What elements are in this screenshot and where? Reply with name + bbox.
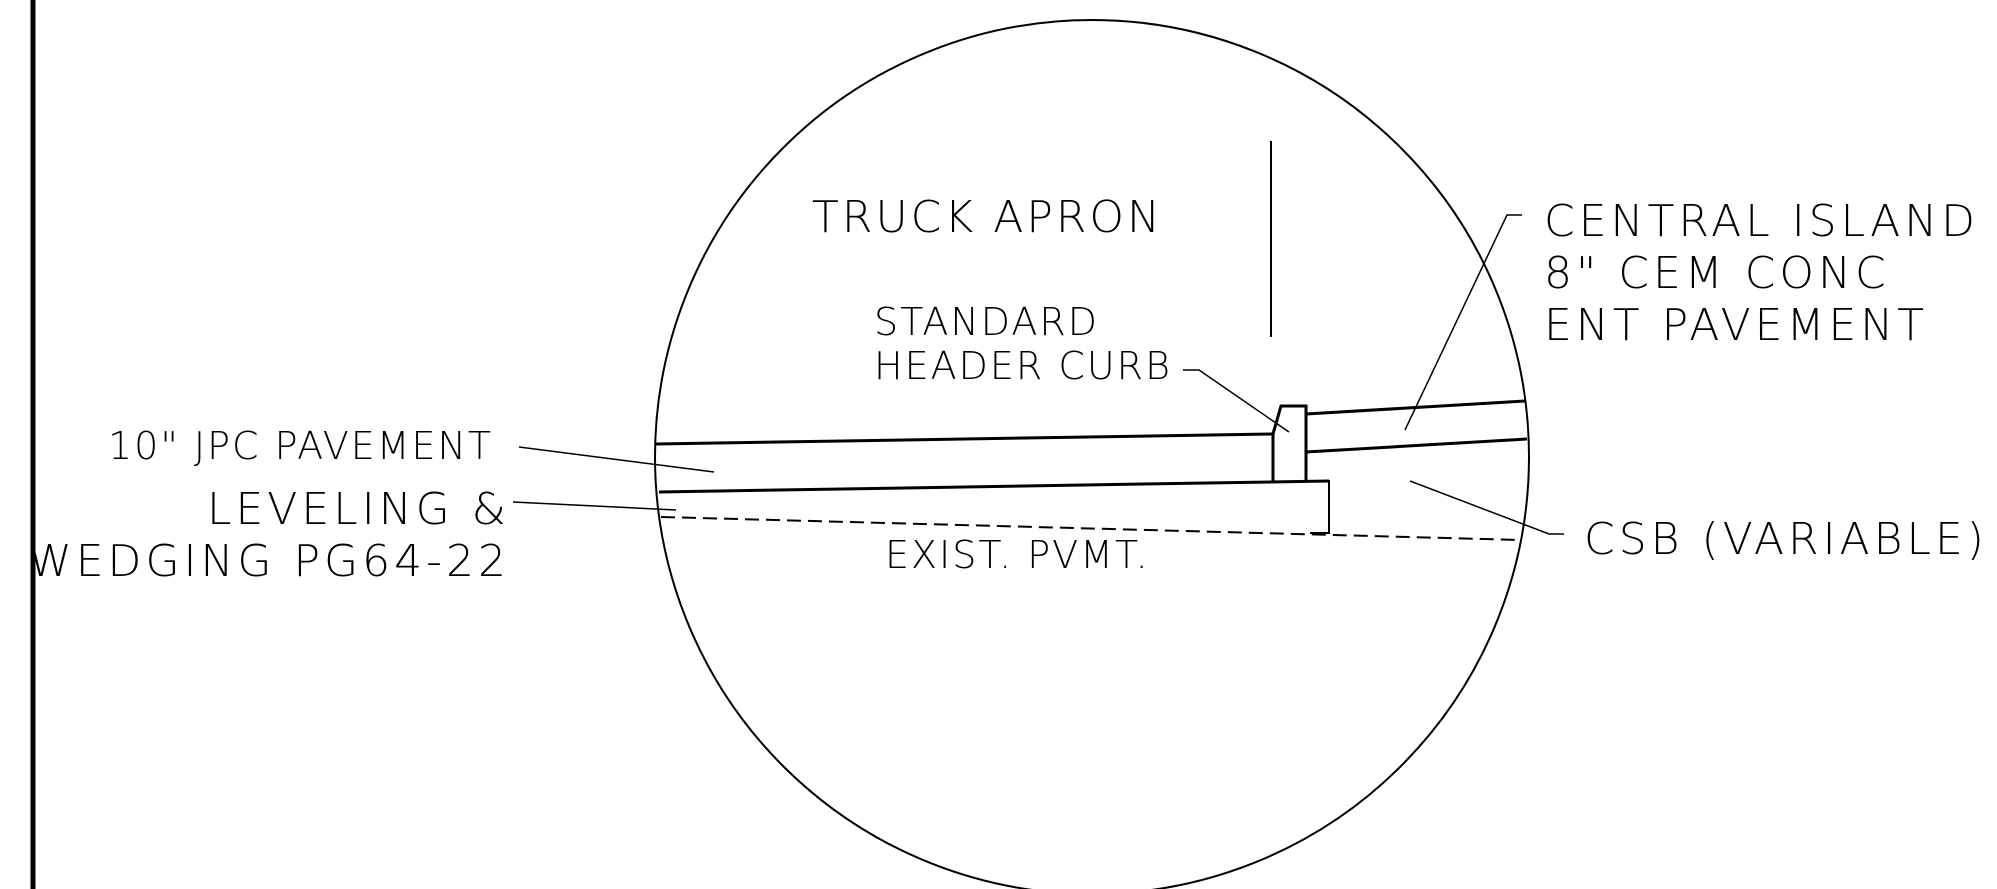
standard-header-curb-label-line-2: HEADER CURB <box>874 344 1172 388</box>
central-island-label-line-1: CENTRAL ISLAND <box>1544 196 1979 247</box>
header-curb <box>1271 404 1308 482</box>
csb-step <box>1306 480 1330 534</box>
jpc-pavement-top <box>655 432 1274 446</box>
exist-pvmt-dashed-line <box>660 516 1521 541</box>
header-curb-leader <box>1183 369 1290 433</box>
exist-pvmt-label: EXIST. PVMT. <box>885 533 1150 577</box>
central-island-leader <box>1404 214 1522 431</box>
csb-label: CSB (VARIABLE) <box>1584 514 1988 565</box>
leveling-wedging-label-line-2: WEDGING PG64-22 <box>28 536 510 587</box>
central-island-label-line-3: ENT PAVEMENT <box>1544 300 1928 351</box>
jpc-pavement-label: 10" JPC PAVEMENT <box>108 424 493 468</box>
truck-apron-label: TRUCK APRON <box>812 192 1163 243</box>
jpc-pavement-leader <box>518 446 715 473</box>
central-island-bottom <box>1305 437 1528 454</box>
detail-circle <box>654 19 1530 889</box>
leveling-wedging-label-line-1: LEVELING & <box>207 484 510 535</box>
leveling-leader <box>512 501 677 511</box>
central-island-label-line-2: 8" CEM CONC <box>1544 248 1890 299</box>
standard-header-curb-label-line-1: STANDARD <box>874 300 1099 344</box>
csb-leader <box>1409 480 1564 535</box>
jpc-pavement-bottom <box>658 479 1330 494</box>
